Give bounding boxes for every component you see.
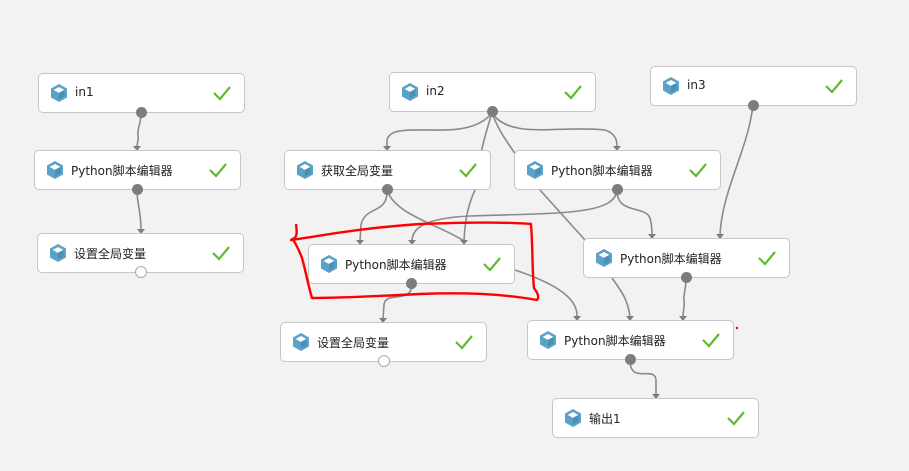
- check-icon: [208, 160, 228, 180]
- module-label: in3: [687, 78, 706, 92]
- module-label: Python脚本编辑器: [551, 164, 653, 178]
- output-port[interactable]: [136, 107, 147, 118]
- arrow-head: [652, 394, 660, 399]
- cube-icon: [661, 76, 681, 96]
- cube-icon: [400, 82, 420, 102]
- edge-pyhl-py4: [514, 269, 578, 318]
- edge-py4-out: [629, 359, 657, 395]
- check-icon: [211, 243, 231, 263]
- check-icon: [824, 76, 844, 96]
- edge-in1-py1: [136, 112, 142, 148]
- output-port[interactable]: [378, 355, 390, 367]
- module-node-in1[interactable]: in1: [38, 73, 245, 118]
- module-label: 输出1: [589, 412, 621, 426]
- check-icon: [726, 408, 746, 428]
- module-label: Python脚本编辑器: [345, 258, 447, 272]
- module-node-py1[interactable]: Python脚本编辑器: [34, 150, 241, 195]
- edge-get-pyhl-left: [359, 189, 388, 242]
- output-port[interactable]: [135, 266, 147, 278]
- edge-py2-pyhl: [411, 189, 618, 242]
- module-label: Python脚本编辑器: [620, 252, 722, 266]
- cube-icon: [319, 254, 339, 274]
- cube-icon: [295, 160, 315, 180]
- check-icon: [454, 332, 474, 352]
- module-node-in2[interactable]: in2: [389, 72, 596, 117]
- module-label: Python脚本编辑器: [564, 334, 666, 348]
- cube-icon: [49, 83, 69, 103]
- output-port[interactable]: [612, 184, 623, 195]
- cube-icon: [48, 243, 68, 263]
- check-icon: [482, 254, 502, 274]
- edge-in3-py3: [719, 104, 754, 236]
- arrow-head: [133, 146, 141, 151]
- check-icon: [212, 83, 232, 103]
- module-node-py4[interactable]: Python脚本编辑器: [527, 320, 734, 365]
- cube-icon: [45, 160, 65, 180]
- arrow-head: [383, 146, 391, 151]
- module-node-pyhl[interactable]: Python脚本编辑器: [308, 244, 515, 289]
- cube-icon: [594, 248, 614, 268]
- check-icon: [701, 330, 721, 350]
- module-label: 设置全局变量: [74, 247, 147, 261]
- edge-pyhl-set2: [382, 283, 413, 320]
- edge-py1-set1: [136, 189, 142, 231]
- module-node-in3[interactable]: in3: [650, 66, 857, 111]
- output-port[interactable]: [681, 272, 692, 283]
- cube-icon: [538, 330, 558, 350]
- check-icon: [757, 248, 777, 268]
- arrow-head: [716, 234, 724, 239]
- module-node-out[interactable]: 输出1: [552, 398, 759, 438]
- check-icon: [458, 160, 478, 180]
- module-node-get[interactable]: 获取全局变量: [284, 150, 491, 195]
- module-label: 获取全局变量: [321, 164, 394, 178]
- module-label: in2: [426, 84, 445, 98]
- arrow-head: [626, 316, 634, 321]
- output-port[interactable]: [132, 184, 143, 195]
- arrow-head: [648, 234, 656, 239]
- module-node-py3[interactable]: Python脚本编辑器: [583, 238, 790, 283]
- output-port[interactable]: [748, 100, 759, 111]
- arrow-head: [573, 316, 581, 321]
- cube-icon: [525, 160, 545, 180]
- edge-py2-py3: [616, 189, 653, 236]
- edge-py3-py4: [682, 277, 687, 318]
- output-port[interactable]: [406, 278, 417, 289]
- check-icon: [563, 82, 583, 102]
- module-node-set1[interactable]: 设置全局变量: [37, 233, 244, 278]
- module-node-set2[interactable]: 设置全局变量: [280, 322, 487, 367]
- module-label: Python脚本编辑器: [71, 164, 173, 178]
- output-port[interactable]: [487, 106, 498, 117]
- edge-get-pyhl-right: [386, 189, 465, 242]
- arrow-head: [137, 229, 145, 234]
- module-node-py2[interactable]: Python脚本编辑器: [514, 150, 721, 195]
- edge-in2-py2: [491, 112, 618, 148]
- cube-icon: [563, 408, 583, 428]
- arrow-head: [679, 316, 687, 321]
- module-label: 设置全局变量: [317, 336, 390, 350]
- edge-in2-get: [386, 112, 493, 148]
- output-port[interactable]: [625, 354, 636, 365]
- check-icon: [688, 160, 708, 180]
- arrow-head: [613, 146, 621, 151]
- output-port[interactable]: [382, 184, 393, 195]
- cube-icon: [291, 332, 311, 352]
- arrow-head: [379, 318, 387, 323]
- module-label: in1: [75, 85, 94, 99]
